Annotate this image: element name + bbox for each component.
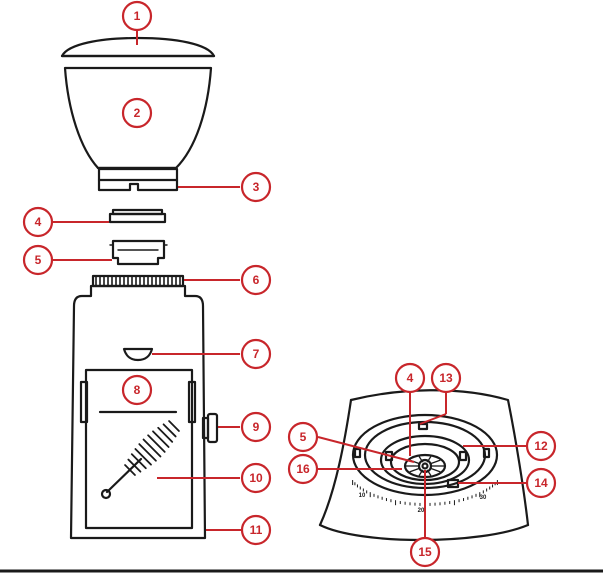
hopper-collar xyxy=(97,167,179,192)
callout-5: 5 xyxy=(22,244,54,276)
callout-16: 16 xyxy=(287,453,319,485)
callout-3-label: 3 xyxy=(253,180,260,194)
callout-5-label: 5 xyxy=(35,253,42,267)
callout-1-label: 1 xyxy=(134,9,141,23)
callout-14-label: 14 xyxy=(534,476,548,490)
upper-burr xyxy=(108,208,167,224)
burr-chamber-topview: 10 20 30 xyxy=(318,389,530,542)
callout-10: 10 xyxy=(240,462,272,494)
callout-7-label: 7 xyxy=(253,347,260,361)
callout-4-label: 4 xyxy=(35,215,42,229)
leader-lines xyxy=(53,30,526,538)
callout-11-label: 11 xyxy=(250,523,263,537)
grind-scale-label-10: 10 xyxy=(359,493,366,499)
callout-15: 15 xyxy=(409,536,441,568)
callout-4: 4 xyxy=(22,206,54,238)
grind-scale-label-30: 30 xyxy=(480,495,487,501)
callout-4-topview: 4 xyxy=(394,362,426,394)
callout-10-label: 10 xyxy=(249,471,263,485)
callout-12: 12 xyxy=(525,430,557,462)
callout-12-label: 12 xyxy=(534,439,548,453)
callout-5-topview: 5 xyxy=(287,421,319,453)
lower-burr xyxy=(109,239,168,266)
grounds-container xyxy=(84,368,194,530)
callout-2: 2 xyxy=(121,97,153,129)
callout-4-topview-label: 4 xyxy=(407,371,414,385)
cleaning-brush xyxy=(100,420,180,500)
callout-8: 8 xyxy=(121,374,153,406)
callout-11: 11 xyxy=(240,514,272,546)
callout-5-topview-label: 5 xyxy=(300,430,307,444)
callout-3: 3 xyxy=(240,171,272,203)
callout-8-label: 8 xyxy=(134,383,141,397)
callout-2-label: 2 xyxy=(134,106,141,120)
callout-13: 13 xyxy=(430,362,462,394)
callout-14: 14 xyxy=(525,467,557,499)
callout-9-label: 9 xyxy=(253,420,260,434)
callout-16-label: 16 xyxy=(296,462,310,476)
callout-9: 9 xyxy=(240,411,272,443)
timer-knob xyxy=(201,412,219,444)
callout-15-label: 15 xyxy=(418,545,432,559)
callout-1: 1 xyxy=(121,0,153,32)
grind-adjust-ring xyxy=(91,274,185,288)
callout-7: 7 xyxy=(240,338,272,370)
on-off-button xyxy=(122,347,154,362)
callout-6-label: 6 xyxy=(253,273,260,287)
callout-13-label: 13 xyxy=(439,371,453,385)
callout-6: 6 xyxy=(240,264,272,296)
hopper-lid xyxy=(60,36,216,58)
grind-scale-label-20: 20 xyxy=(418,508,425,514)
